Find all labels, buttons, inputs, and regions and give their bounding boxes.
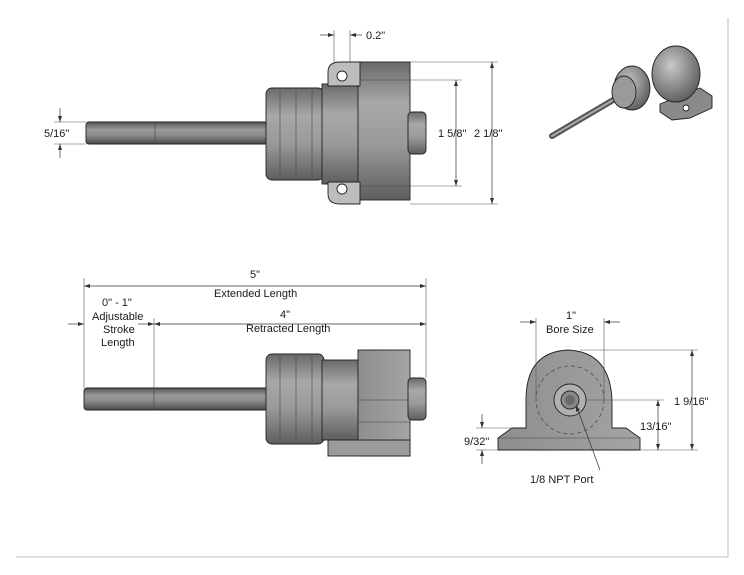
mount-hole-upper	[336, 70, 348, 82]
top-view	[85, 61, 427, 205]
dim-bore-label: Bore Size	[546, 324, 594, 336]
front-cap	[265, 87, 325, 181]
dim-stroke-label-2: Stroke	[103, 324, 135, 336]
side-base-foot	[327, 439, 411, 457]
dim-center-height: 13/16"	[640, 421, 672, 433]
iso-block	[651, 45, 701, 103]
side-view-dimensions: 5" Extended Length 0" - 1" Adjustable St…	[68, 269, 427, 388]
port-label: 1/8 NPT Port	[530, 474, 593, 486]
dim-flange-offset: 0.2"	[366, 30, 385, 42]
side-front-cap	[265, 353, 325, 445]
iso-base	[659, 87, 713, 121]
side-cylinder-body	[321, 359, 361, 441]
isometric-view	[549, 45, 713, 139]
side-pillow-block	[357, 349, 411, 457]
dim-stroke-label-1: Adjustable	[92, 311, 143, 323]
dim-overall-height: 2 1/8"	[474, 128, 502, 140]
dim-extended-label: Extended Length	[214, 288, 297, 300]
dim-stroke-value: 0" - 1"	[102, 297, 132, 309]
pillow-block-top	[357, 61, 411, 201]
dim-extended-value: 5"	[250, 269, 260, 281]
dim-rod-diameter: 5/16"	[44, 128, 69, 140]
top-view-dimensions: 0.2" 5/16" 1 5/8" 2 1/8"	[44, 30, 502, 205]
dim-body-height: 1 5/8"	[438, 128, 466, 140]
mount-hole-lower	[336, 183, 348, 195]
side-view	[83, 349, 427, 457]
cylinder-body	[321, 83, 361, 185]
dim-base-height: 9/32"	[464, 436, 489, 448]
dim-end-overall-height: 1 9/16"	[674, 396, 709, 408]
dim-retracted-value: 4"	[280, 309, 290, 321]
piston-rod	[85, 121, 269, 145]
sheet-border	[16, 18, 729, 558]
side-piston-rod	[83, 387, 269, 411]
dim-retracted-label: Retracted Length	[246, 323, 330, 335]
dim-bore-value: 1"	[566, 310, 576, 322]
rear-port	[407, 111, 427, 155]
side-rear-port	[407, 377, 427, 421]
end-view-dimensions: 1" Bore Size 1 9/16" 13/16" 9/32" 1/8 NP…	[464, 310, 709, 486]
dim-stroke-label-3: Length	[101, 337, 135, 349]
